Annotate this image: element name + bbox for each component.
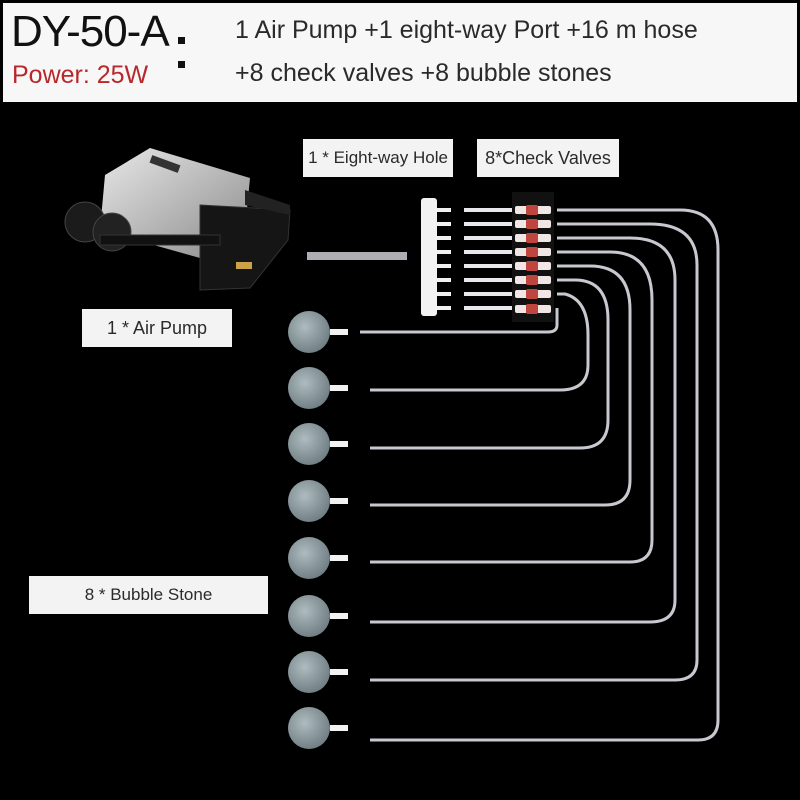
power-rating: Power: 25W bbox=[12, 61, 149, 89]
hose-segment bbox=[307, 252, 407, 260]
air-pump-icon bbox=[64, 148, 291, 291]
check-valves-icon bbox=[512, 192, 554, 322]
colon-dot bbox=[178, 61, 185, 68]
header-banner: DY-50-A Power: 25W 1 Air Pump +1 eight-w… bbox=[3, 3, 797, 102]
label-air-pump: 1 * Air Pump bbox=[82, 309, 232, 347]
model-name: DY-50-A bbox=[11, 7, 170, 56]
colon-dot bbox=[178, 37, 185, 44]
label-check-valves: 8*Check Valves bbox=[477, 139, 619, 177]
hoses bbox=[360, 208, 720, 742]
contents-line-1: 1 Air Pump +1 eight-way Port +16 m hose bbox=[235, 16, 698, 44]
eight-way-manifold-icon bbox=[421, 198, 512, 316]
contents-line-2: +8 check valves +8 bubble stones bbox=[235, 59, 612, 87]
bubble-stones-icon bbox=[288, 311, 348, 749]
label-eight-way-hole: 1 * Eight-way Hole bbox=[303, 139, 453, 177]
label-bubble-stone: 8 * Bubble Stone bbox=[29, 576, 268, 614]
